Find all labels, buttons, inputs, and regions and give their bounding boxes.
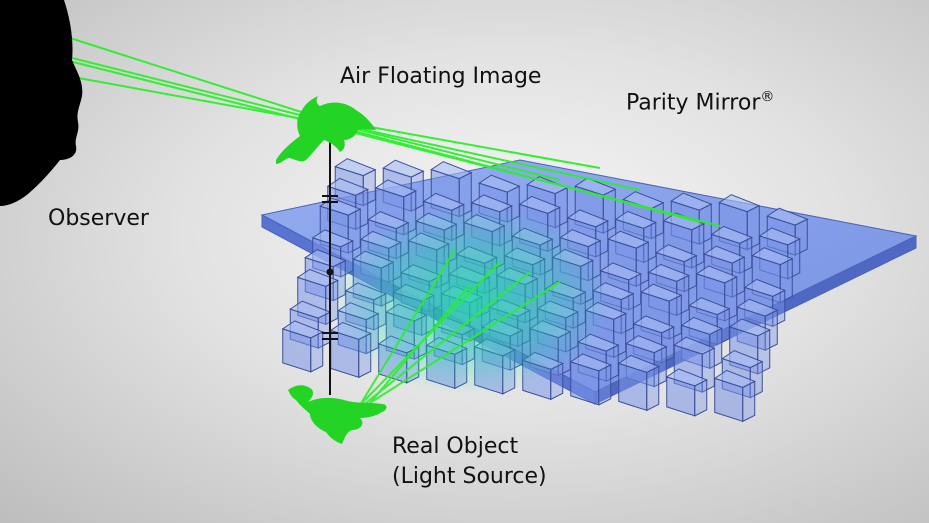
incident-rays bbox=[359, 249, 561, 411]
air-floating-image-label: Air Floating Image bbox=[340, 64, 542, 89]
mirror-cell bbox=[281, 320, 324, 373]
mirror-cell bbox=[665, 368, 708, 417]
mirror-cell bbox=[617, 354, 660, 412]
symmetry-axis bbox=[322, 125, 338, 395]
parity-mirror-label: Parity Mirror® bbox=[626, 88, 774, 118]
registered-mark: ® bbox=[760, 89, 775, 105]
mirror-cell bbox=[569, 353, 612, 406]
real-object-line2: (Light Source) bbox=[392, 463, 547, 489]
real-object-label: Real Object (Light Source) bbox=[392, 432, 547, 491]
dolphin-icon bbox=[288, 385, 387, 444]
dolphin-icon bbox=[276, 96, 376, 164]
light-glow bbox=[330, 205, 610, 395]
mirror-cell bbox=[713, 369, 756, 423]
parity-mirror-text: Parity Mirror bbox=[626, 90, 761, 116]
observer-label: Observer bbox=[48, 206, 149, 231]
real-object-line1: Real Object bbox=[392, 434, 519, 459]
head-silhouette-icon bbox=[0, 0, 83, 206]
